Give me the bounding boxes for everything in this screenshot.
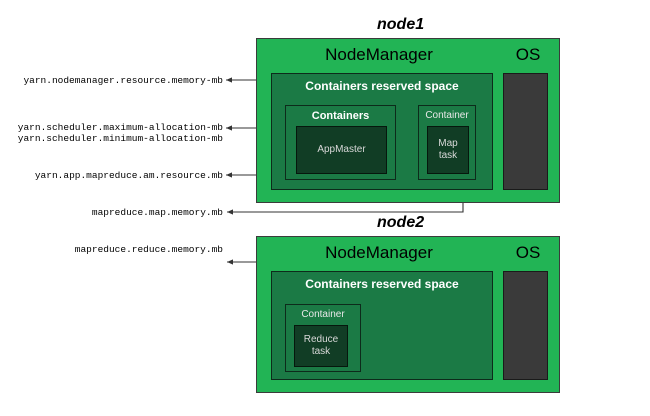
node2-reduce-task-label-line1: Reduce [303, 334, 339, 345]
node2-box: NodeManager OS Containers reserved space… [256, 236, 560, 393]
property-label-reduce-memory: mapreduce.reduce.memory.mb [74, 244, 223, 255]
node2-container-group-box: Container Reduce task [285, 304, 361, 372]
node2-nodemanager-label: NodeManager [325, 243, 433, 262]
node2-reduce-task-label-line2: task [311, 346, 331, 357]
node1-map-task-box: Map task [427, 126, 469, 174]
node2-reduce-task-box: Reduce task [294, 325, 348, 367]
node1-containers-group-label: Containers [311, 110, 370, 122]
node1-reserved-space-box: Containers reserved space Containers App… [271, 73, 493, 190]
node1-container-group-label: Container [425, 110, 469, 121]
property-label-map-memory: mapreduce.map.memory.mb [91, 207, 223, 218]
node2-container-group-label: Container [301, 309, 345, 320]
property-label-sched-min-allocation: yarn.scheduler.minimum-allocation-mb [17, 133, 223, 144]
node1-containers-group-box: Containers AppMaster [285, 105, 396, 180]
node1-container-group-box: Container Map task [418, 105, 476, 180]
node1-nodemanager-label: NodeManager [325, 45, 433, 64]
node1-caption: node1 [377, 16, 425, 33]
property-label-nm-resource-memory: yarn.nodemanager.resource.memory-mb [23, 75, 223, 86]
node2-os-label: OS [515, 243, 541, 262]
node1-map-task-label-line1: Map [438, 138, 458, 149]
property-label-sched-max-allocation: yarn.scheduler.maximum-allocation-mb [17, 122, 223, 133]
node1-os-label: OS [515, 45, 541, 64]
node1-appmaster-task-box: AppMaster [296, 126, 387, 174]
property-label-am-resource: yarn.app.mapreduce.am.resource.mb [34, 170, 223, 181]
node1-reserved-space-label: Containers reserved space [305, 79, 459, 93]
node1-box: NodeManager OS Containers reserved space… [256, 38, 560, 203]
node2-caption: node2 [377, 214, 425, 231]
node1-map-task-label-line2: task [438, 150, 458, 161]
node2-reserved-space-label: Containers reserved space [305, 277, 459, 291]
node1-appmaster-task-label: AppMaster [317, 144, 366, 155]
node2-reserved-space-box: Containers reserved space Container Redu… [271, 271, 493, 380]
node2-os-slab [503, 271, 548, 380]
node1-os-slab [503, 73, 548, 190]
